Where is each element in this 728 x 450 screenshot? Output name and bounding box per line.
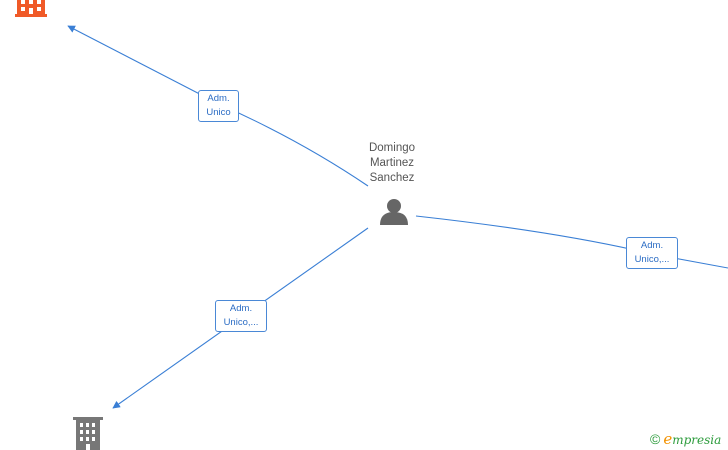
edge-to-right — [415, 215, 728, 269]
edge-to-company-top-arrow — [67, 25, 220, 105]
edge-label-role: Adm. — [640, 240, 664, 251]
edge-label-role-detail: Unico — [206, 107, 231, 118]
footer-brand: ©empresia — [650, 430, 721, 448]
edge-to-company-top — [218, 103, 369, 187]
edge-label-role-detail: Unico,... — [223, 317, 259, 328]
edge-label-top[interactable]: Adm. Unico — [198, 90, 239, 122]
edge-label-role-detail: Unico,... — [634, 254, 670, 265]
company-top-building-icon[interactable] — [15, 0, 47, 17]
person-icon[interactable] — [380, 199, 408, 225]
person-name-line: Martinez — [369, 157, 415, 169]
person-name[interactable]: Domingo Martinez Sanchez — [352, 141, 432, 186]
edge-label-role: Adm. — [229, 303, 253, 314]
edge-label-role: Adm. — [207, 93, 230, 104]
edge-label-right[interactable]: Adm. Unico,... — [626, 237, 678, 269]
brand-logo-initial: e — [663, 430, 673, 448]
copyright-symbol: © — [650, 431, 661, 447]
person-name-line: Sanchez — [369, 172, 415, 184]
edge-label-bottom[interactable]: Adm. Unico,... — [215, 300, 267, 332]
person-name-line: Domingo — [368, 142, 416, 154]
company-bottom-building-icon[interactable] — [73, 417, 103, 450]
brand-logo-text: mpresia — [672, 433, 722, 447]
